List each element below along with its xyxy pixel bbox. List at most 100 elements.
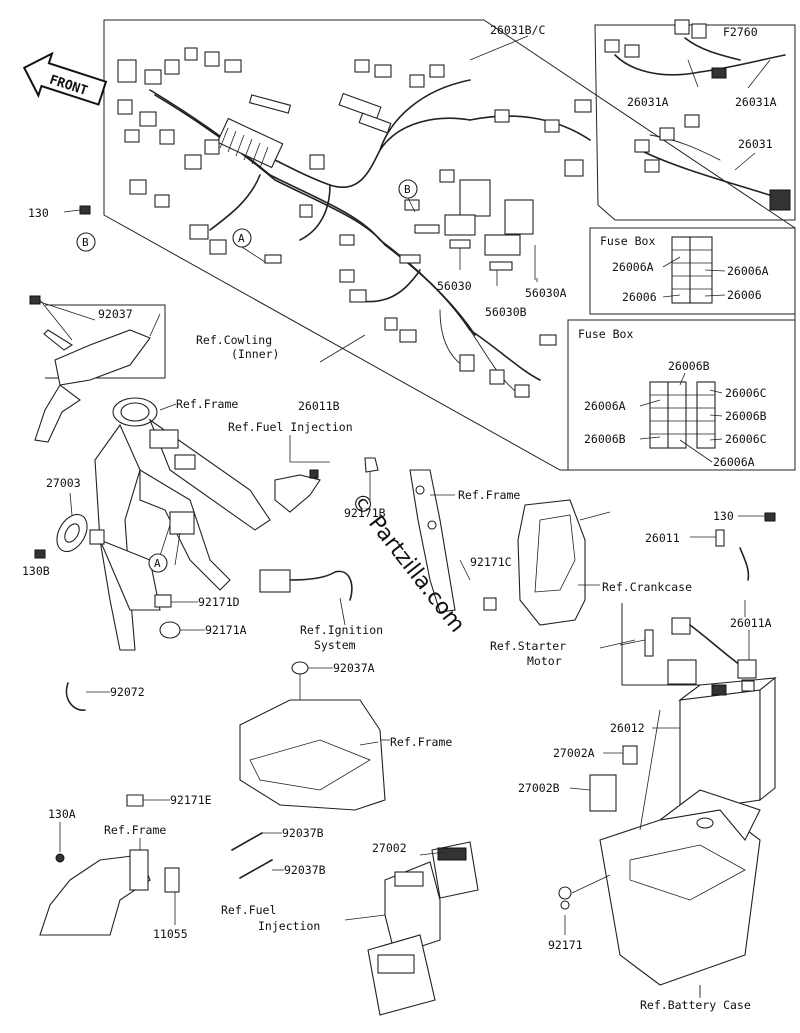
fuse-box-2-label-right-1: 26006C [725,386,767,400]
fuse-box-1-label-right-bottom: 26006 [727,288,762,302]
label-26011: 26011 [645,531,680,545]
label-92171a: 92171A [205,623,247,637]
ref-frame-3: Ref.Frame [390,735,452,749]
fuse-box-2-label-left-bottom: 26006B [584,432,626,446]
tie-92037b-2 [239,859,284,879]
marker-b: B [398,179,418,213]
sub-harness-frame [594,19,796,221]
label-92037b-2: 92037B [284,863,326,877]
main-wiring-harness [117,47,592,398]
ref-battery-case: Ref.Battery Case [640,998,751,1012]
front-arrow-icon: FRONT [22,51,108,106]
crankcase-cover [517,499,611,626]
clip-92171d [154,594,198,608]
label-130a: 130A [48,807,76,821]
relay-group [444,214,536,280]
motorcycle-frame [89,397,271,651]
bracket-11055 [39,822,180,936]
label-92037b-1: 92037B [282,826,324,840]
label-26031bc: 26031B/C [490,23,545,37]
label-56030: 56030 [437,279,472,293]
label-130b: 130B [22,564,50,578]
ref-starter-1: Ref.Starter [490,639,566,653]
bolt-92171 [558,874,611,935]
label-92171c: 92171C [470,555,512,569]
relay-27002a [603,745,638,765]
bolt-130 [63,205,91,215]
label-11055: 11055 [153,927,188,941]
ref-fuel-injection-2a: Ref.Fuel [221,903,276,917]
marker-a-frame-label: A [154,557,161,570]
fuse-box-2-label-right-2: 26006B [725,409,767,423]
label-92171e: 92171E [170,793,212,807]
ecu-27002 [344,841,479,1016]
marker-a-label: A [238,232,245,245]
fuse-box-2-label-left-top: 26006A [584,399,626,413]
fuse-box-2-label-top: 26006B [668,359,710,373]
clip-92171a [159,621,205,639]
fuse-box-2-label-right-3: 26006C [725,432,767,446]
fuse-box-1-label-left-top: 26006A [612,260,654,274]
ref-frame-2: Ref.Frame [458,488,520,502]
label-26031: 26031 [738,137,773,151]
label-56030a: 56030A [525,286,567,300]
label-130: 130 [28,206,49,220]
battery [652,676,777,813]
part-labels: 26031B/C F2760 26031A 26031A 26031 130 9… [22,23,777,952]
marker-b-label: B [404,183,411,196]
label-56030b: 56030B [485,305,527,319]
fuse-box-1-label-left-bottom: 26006 [622,290,657,304]
fuse-box-1: Fuse Box 26006A 26006A 26006 26006 [589,227,796,315]
cowling-bracket [29,295,166,443]
fuse-box-2-title: Fuse Box [578,327,633,341]
label-130-right: 130 [713,509,734,523]
marker-a: A [232,228,266,263]
underseat-tray [239,661,390,811]
label-92171d: 92171D [198,595,240,609]
ref-fuel-injection-2b: Injection [258,919,320,933]
marker-b-left: B [76,232,96,252]
label-27003: 27003 [46,476,81,490]
ref-frame-4: Ref.Frame [104,823,166,837]
ref-starter-2: Motor [527,654,562,668]
starter-cable-assembly [619,512,776,693]
clip-92171e [126,794,170,807]
marker-a-frame: A [148,553,168,573]
marker-b-left-label: B [82,236,89,249]
label-92037: 92037 [98,307,133,321]
tie-92037b-1 [231,832,282,851]
frame-bracket-center [409,469,497,613]
band-92072 [65,682,110,711]
ref-fuel-injection-1: Ref.Fuel Injection [228,420,353,434]
ref-cowling-1: Ref.Cowling [196,333,272,347]
fuse-box-1-label-right-top: 26006A [727,264,769,278]
label-27002: 27002 [372,841,407,855]
ref-frame-1: Ref.Frame [176,397,238,411]
leader-lines [149,35,771,998]
label-26011a: 26011A [730,616,772,630]
label-26031a-1: 26031A [627,95,669,109]
label-27002b: 27002B [518,781,560,795]
label-26031a-2: 26031A [735,95,777,109]
ref-ignition-1: Ref.Ignition [300,623,383,637]
ref-ignition-2: System [314,638,356,652]
fuse-box-2-label-bottom: 26006A [713,455,755,469]
ignition-part [259,569,353,626]
label-26011b: 26011B [298,399,340,413]
battery-case [599,709,761,995]
label-92171: 92171 [548,938,583,952]
label-92171b: 92171B [344,506,386,520]
label-92072: 92072 [110,685,145,699]
part-27003-sensor [56,492,88,553]
label-92037a: 92037A [333,661,375,675]
label-27002a: 27002A [553,746,595,760]
ref-crankcase: Ref.Crankcase [602,580,692,594]
label-26012: 26012 [610,721,645,735]
fuse-box-2: Fuse Box 26006B 26006A 26006C 26006B 260… [567,319,796,471]
label-f2760: F2760 [723,25,758,39]
relay-27002b [569,774,617,812]
reference-labels: Ref.Cowling (Inner) Ref.Frame Ref.Fuel I… [104,333,751,1012]
fuel-injection-bracket [274,435,379,513]
ref-cowling-2: (Inner) [231,347,279,361]
